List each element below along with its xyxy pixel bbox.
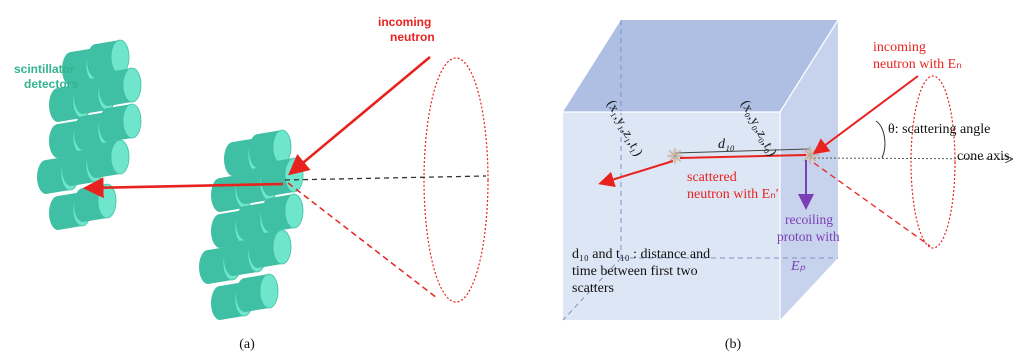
proton-with-label: proton with <box>777 229 840 244</box>
d10-note-line3: scatters <box>572 281 614 296</box>
d10-line <box>674 148 810 154</box>
incoming-neutron-arrow-b <box>812 75 919 155</box>
scattered-label: scattered <box>687 170 737 185</box>
detector-cylinder <box>261 193 304 232</box>
d10-label: d₁₀ <box>718 137 735 152</box>
detector-cylinder <box>87 139 130 178</box>
scattered-neutron-label: neutron with Eₙ′ <box>687 187 779 202</box>
detector-cylinder <box>99 103 142 142</box>
detector-cylinder <box>99 67 142 106</box>
caption-a: (a) <box>239 337 255 352</box>
neutron-label: neutron <box>390 30 435 44</box>
cone-ellipse <box>423 57 489 303</box>
cone-edge-dashed <box>813 162 931 247</box>
scattered-neutron-line <box>679 154 807 159</box>
cone-axis-line <box>284 175 487 181</box>
detectors-label: detectors <box>24 77 78 91</box>
box-top-face <box>563 20 838 112</box>
recoiling-label: recoiling <box>785 212 833 227</box>
ep-label: Eₚ <box>790 259 806 274</box>
incoming-neutron-label-b: neutron with Eₙ <box>873 57 962 72</box>
scattered-neutron-arrow-b <box>598 160 674 188</box>
incoming-neutron-arrow <box>288 56 431 176</box>
theta-arc <box>875 120 886 159</box>
detector-cylinder <box>249 129 292 168</box>
incoming-label: incoming <box>378 15 431 29</box>
detector-array-left <box>37 39 142 230</box>
panel-b: (x₁,y₁,z₁,t₁) (x₀,y₀,z₀,t₀) d₁₀ scattere… <box>562 19 1012 352</box>
caption-b: (b) <box>725 337 742 352</box>
detector-cylinder <box>74 183 117 222</box>
box-front-face <box>563 112 780 320</box>
box-right-face <box>780 20 838 320</box>
starburst-1 <box>667 148 683 164</box>
scintillator-label: scintillator <box>14 62 75 76</box>
d10-note-line2: time between first two <box>572 264 698 279</box>
d10-note-line1: d₁₀ and t₁₀ : distance and <box>572 247 710 262</box>
box-top-edge <box>779 19 839 113</box>
detector-cylinder <box>249 229 292 268</box>
detector-cylinder <box>87 39 130 78</box>
cone-axis-arrow <box>809 158 1012 159</box>
detector-cylinder <box>236 273 279 312</box>
theta-label: θ: scattering angle <box>888 122 990 137</box>
cone-axis-label: cone axis <box>957 149 1009 164</box>
cone-ellipse-b <box>910 75 956 249</box>
panel-a: scintillator detectors incoming neutron … <box>14 15 489 352</box>
scattered-neutron-arrow <box>82 177 284 199</box>
incoming-label-b: incoming <box>873 40 926 55</box>
detector-array-right <box>199 129 304 320</box>
cone-edge-line <box>287 182 438 299</box>
